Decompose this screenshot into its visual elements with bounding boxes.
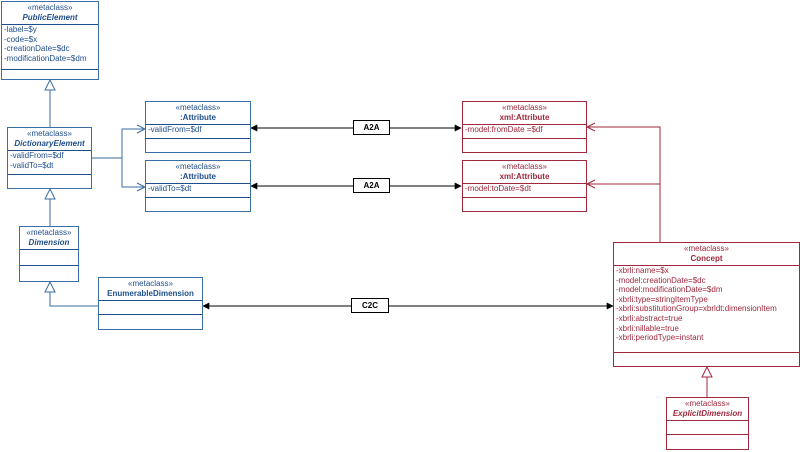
attribute-section: -label=$y -code=$x -creationDate=$dc -mo… [2,24,98,69]
attribute-section: -validFrom=$df [146,124,250,138]
class-xml-attribute-to-date[interactable]: «metaclass» xml:Attribute -model:toDate=… [462,160,587,212]
attribute: -xbrli:nillable=true [616,323,679,333]
operation-section [146,197,250,211]
operation-section [667,434,748,448]
class-dictionary-element[interactable]: «metaclass» DictionaryElement -validFrom… [7,127,92,189]
stereotype-label: «metaclass» [27,129,72,138]
dependency-dictionary-to-attributes [92,124,147,192]
attribute: -creationDate=$dc [4,44,70,54]
class-header: «metaclass» xml:Attribute [463,102,586,124]
operation-section [2,69,98,79]
class-header: «metaclass» Concept [614,243,799,265]
class-name: Concept [690,254,723,263]
class-header: «metaclass» :Attribute [146,102,250,124]
operation-section [20,265,78,281]
stereotype-label: «metaclass» [128,279,173,288]
class-name: Dimension [28,238,70,247]
class-dimension[interactable]: «metaclass» Dimension [19,226,79,282]
generalization-explicit-to-concept [701,365,713,397]
attribute-section: -validTo=$dt [146,183,250,197]
attribute-section [99,300,202,314]
attribute: -xbrli:name=$x [616,266,669,275]
class-header: «metaclass» Dimension [20,227,78,249]
operation-section [146,138,250,152]
operation-section [463,138,586,152]
attribute-section: -validFrom=$df -validTo=$dt [8,150,91,174]
class-name: :Attribute [180,172,216,181]
class-name: PublicElement [22,13,78,22]
class-public-element[interactable]: «metaclass» PublicElement -label=$y -cod… [1,1,99,80]
stereotype-label: «metaclass» [26,228,72,237]
generalization-enumerable-to-dimension [44,280,98,307]
class-header: «metaclass» xml:Attribute [463,161,586,183]
c2c-label: C2C [351,298,389,313]
attribute: -validFrom=$df [10,151,64,160]
attribute: -validFrom=$df [148,125,202,134]
attribute: -model:toDate=$dt [465,184,532,193]
attribute: -validTo=$dt [10,160,54,170]
attribute-section [20,249,78,265]
stereotype-label: «metaclass» [27,3,73,12]
operation-section [463,197,586,211]
stereotype-label: «metaclass» [502,103,547,112]
operation-section [8,174,91,188]
class-name: xml:Attribute [499,113,550,122]
stereotype-label: «metaclass» [684,244,729,253]
attribute: -xbrli:type=stringItemType [616,294,708,304]
class-name: ExplicitDimension [672,409,743,418]
attribute-section: -model:fromDate =$df [463,124,586,138]
attribute-section: -xbrli:name=$x -model:creationDate=$dc -… [614,265,799,352]
stereotype-label: «metaclass» [502,162,547,171]
attribute: -validTo=$dt [148,184,192,193]
attribute: -xbrli:substitutionGroup=xbrldt:dimensio… [616,304,777,314]
stereotype-label: «metaclass» [175,162,221,171]
class-attribute-valid-from[interactable]: «metaclass» :Attribute -validFrom=$df [145,101,251,153]
attribute: -model:fromDate =$df [465,125,543,134]
attribute-section: -model:toDate=$dt [463,183,586,197]
a2a-from-label: A2A [353,120,390,135]
stereotype-label: «metaclass» [685,399,730,408]
class-attribute-valid-to[interactable]: «metaclass» :Attribute -validTo=$dt [145,160,251,212]
attribute: -modificationDate=$dm [4,53,87,63]
class-explicit-dimension[interactable]: «metaclass» ExplicitDimension [666,397,749,450]
attribute-section [667,420,748,434]
operation-section [614,352,799,366]
class-header: «metaclass» ExplicitDimension [667,398,748,420]
dependency-concept-to-xml-attributes [585,122,661,242]
class-header: «metaclass» PublicElement [2,2,98,24]
attribute: -xbrli:abstract=true [616,313,683,323]
class-enumerable-dimension[interactable]: «metaclass» EnumerableDimension [98,277,203,330]
class-header: «metaclass» EnumerableDimension [99,278,202,300]
stereotype-label: «metaclass» [175,103,221,112]
generalization-dimension-to-dictionary [44,187,56,226]
class-header: «metaclass» DictionaryElement [8,128,91,150]
class-name: :Attribute [180,113,216,122]
generalization-dictionary-to-public [44,78,56,127]
a2a-to-label: A2A [353,178,390,193]
class-name: EnumerableDimension [107,289,194,298]
operation-section [99,314,202,328]
attribute: -model:creationDate=$dc [616,275,706,285]
attribute: -label=$y [4,25,37,34]
class-name: xml:Attribute [499,172,550,181]
attribute: -code=$x [4,34,38,44]
class-concept[interactable]: «metaclass» Concept -xbrli:name=$x -mode… [613,242,800,367]
class-header: «metaclass» :Attribute [146,161,250,183]
class-xml-attribute-from-date[interactable]: «metaclass» xml:Attribute -model:fromDat… [462,101,587,153]
attribute: -xbrli:periodType=instant [616,333,704,343]
attribute: -model:modificationDate=$dm [616,285,723,295]
class-name: DictionaryElement [14,139,85,148]
